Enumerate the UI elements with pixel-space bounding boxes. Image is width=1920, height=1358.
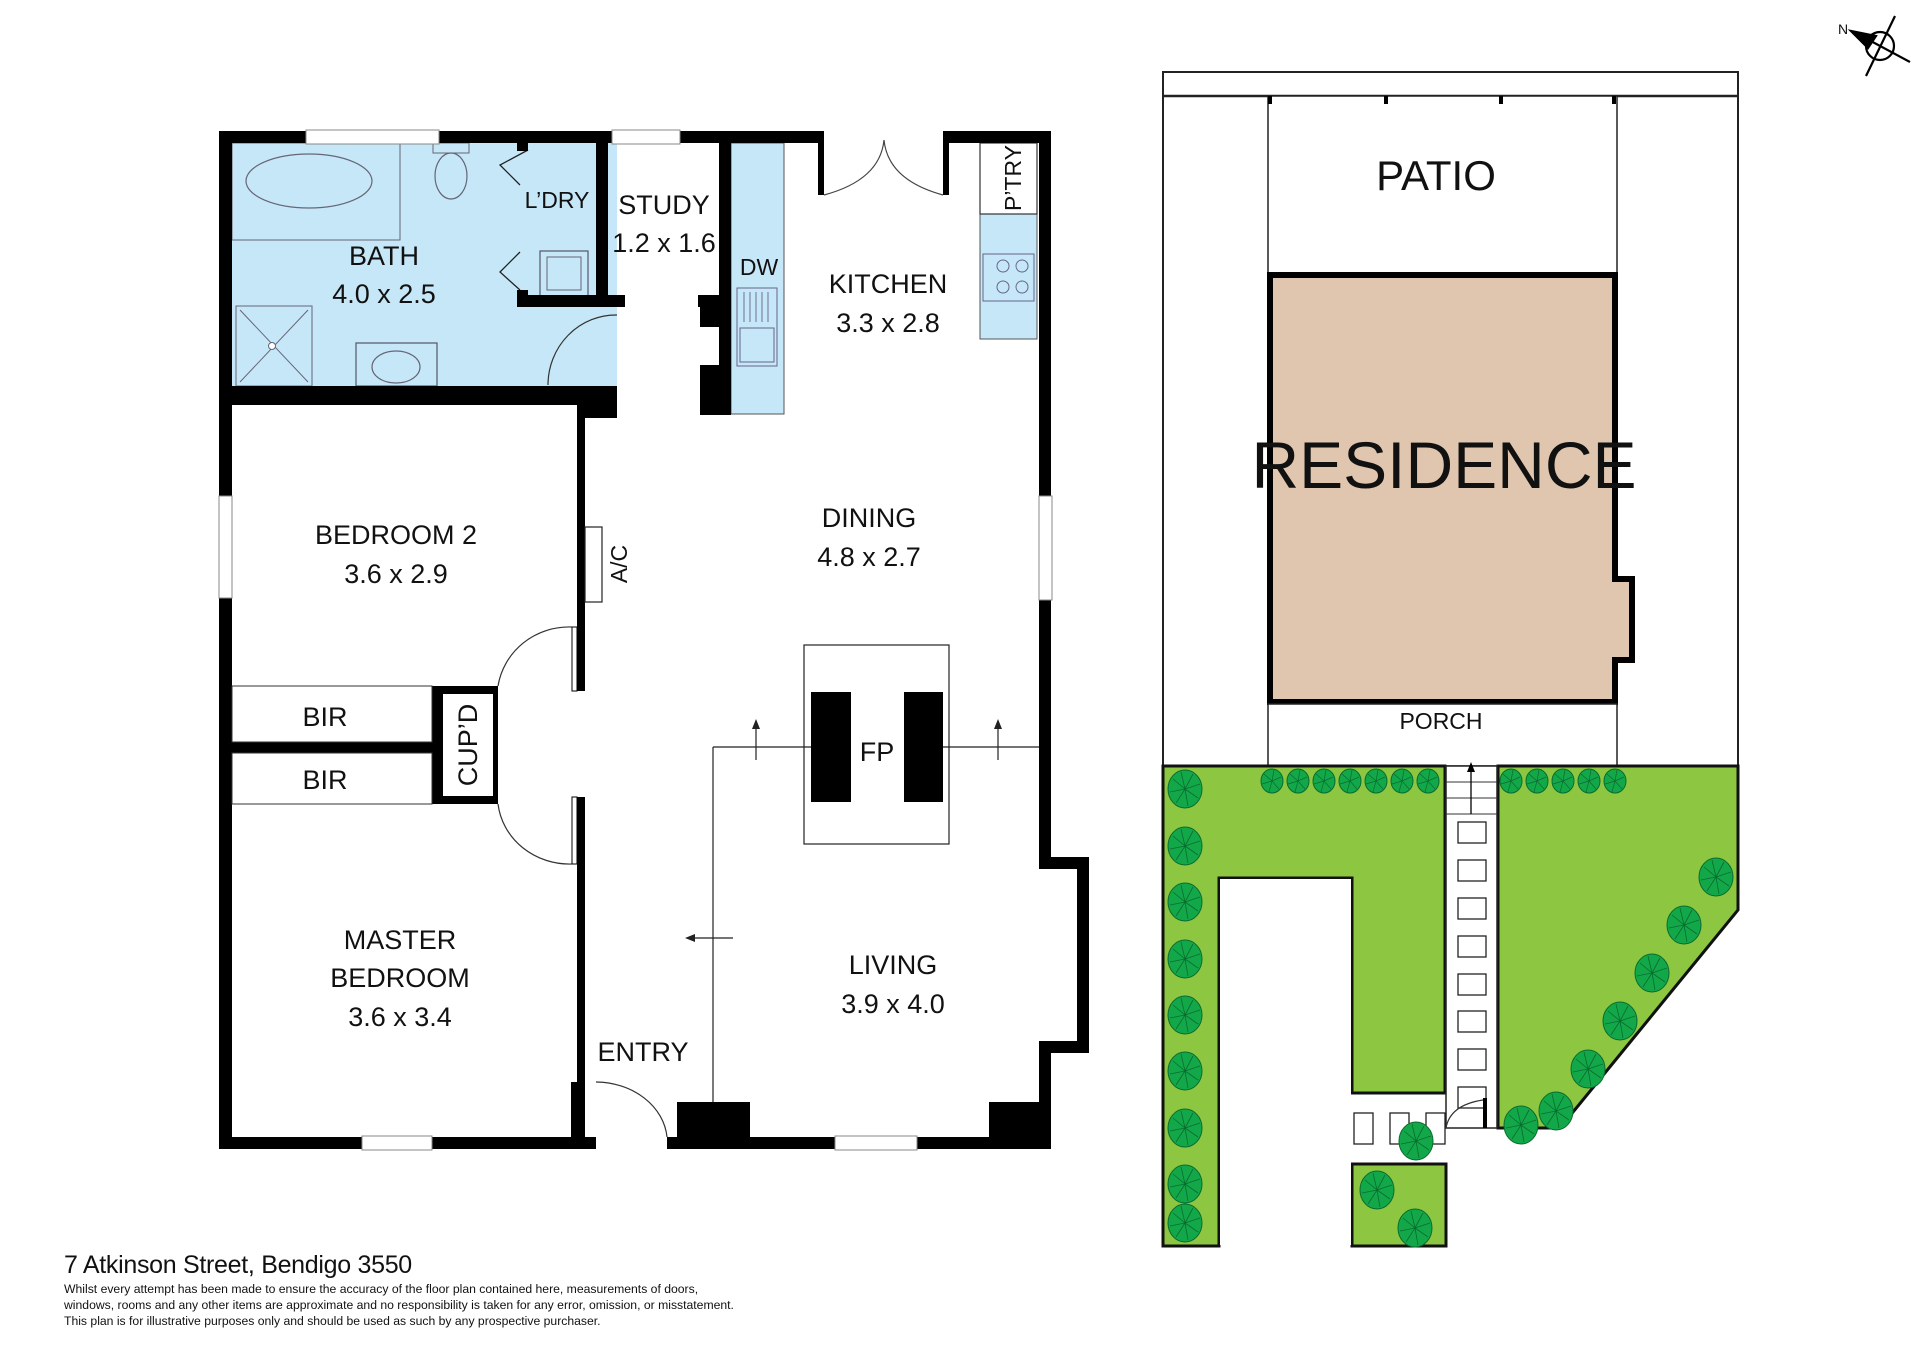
- room-dims-bedroom2: 3.6 x 2.9: [344, 559, 448, 589]
- site-plan: N: [1161, 15, 1911, 1248]
- ac-unit: [584, 526, 603, 603]
- driveway: [1220, 879, 1351, 1245]
- bath-area: [232, 143, 617, 386]
- disclaimer-line: windows, rooms and any other items are a…: [64, 1298, 734, 1312]
- room-label-dining: DINING: [822, 503, 917, 533]
- room-label-master-2: BEDROOM: [330, 963, 470, 993]
- gate[interactable]: [1445, 1099, 1484, 1129]
- room-dims-living: 3.9 x 4.0: [841, 989, 945, 1019]
- label-dishwasher: DW: [740, 254, 779, 280]
- room-dims-master: 3.6 x 3.4: [348, 1002, 452, 1032]
- room-label-entry: ENTRY: [597, 1037, 688, 1067]
- bathtub-basin: [245, 153, 373, 209]
- stepping-stones: [1353, 821, 1487, 1145]
- room-label-kitchen: KITCHEN: [829, 269, 948, 299]
- room-label-bath: BATH: [349, 241, 419, 271]
- room-label-pantry: P’TRY: [1000, 145, 1026, 211]
- porch: [1267, 703, 1618, 767]
- room-label-laundry: L’DRY: [525, 187, 590, 213]
- property-address: 7 Atkinson Street, Bendigo 3550: [64, 1251, 412, 1279]
- disclaimer: Whilst every attempt has been made to en…: [64, 1281, 884, 1329]
- kitchen-bench-right: [979, 213, 1038, 340]
- disclaimer-line: Whilst every attempt has been made to en…: [64, 1282, 699, 1296]
- room-dims-study: 1.2 x 1.6: [612, 228, 716, 258]
- disclaimer-line: This plan is for illustrative purposes o…: [64, 1314, 601, 1328]
- kitchen-door-left[interactable]: [823, 139, 885, 196]
- site-label-patio: PATIO: [1376, 152, 1496, 199]
- fireplace-surround: [803, 644, 950, 845]
- room-label-bedroom2: BEDROOM 2: [315, 520, 477, 550]
- room-label-study: STUDY: [618, 190, 710, 220]
- compass-icon: [1847, 15, 1911, 77]
- kitchen-bench-left: [730, 142, 785, 415]
- label-fireplace: FP: [860, 737, 895, 767]
- room-label-master-1: MASTER: [344, 925, 457, 955]
- site-label-residence: RESIDENCE: [1251, 428, 1636, 502]
- pantry: [979, 142, 1038, 215]
- master-door[interactable]: [497, 803, 573, 865]
- bath-door[interactable]: [547, 314, 618, 386]
- patio: [1267, 95, 1618, 274]
- fireplace-hearth: [851, 692, 904, 802]
- cooktop-icon: [982, 253, 1035, 302]
- room-dims-bath: 4.0 x 2.5: [332, 279, 436, 309]
- cupboard: [443, 694, 493, 796]
- label-ac: A/C: [606, 545, 632, 583]
- room-label-bir-lower: BIR: [302, 765, 347, 795]
- room-dims-kitchen: 3.3 x 2.8: [836, 308, 940, 338]
- room-label-bir-upper: BIR: [302, 702, 347, 732]
- windows: [218, 129, 1053, 1151]
- residence: [1267, 272, 1635, 705]
- kitchen-door-right[interactable]: [883, 139, 944, 196]
- floor-plan: BATH 4.0 x 2.5 L’DRY STUDY 1.2 x 1.6 DW …: [218, 129, 1089, 1151]
- footer: 7 Atkinson Street, Bendigo 3550 Whilst e…: [64, 1251, 884, 1329]
- bedroom2-door[interactable]: [497, 626, 573, 687]
- room-dims-dining: 4.8 x 2.7: [817, 542, 921, 572]
- entry-door[interactable]: [595, 1081, 668, 1138]
- compass-north-label: N: [1838, 21, 1848, 37]
- room-label-cupboard: CUP’D: [453, 704, 483, 787]
- room-label-living: LIVING: [849, 950, 938, 980]
- site-label-porch: PORCH: [1399, 708, 1482, 734]
